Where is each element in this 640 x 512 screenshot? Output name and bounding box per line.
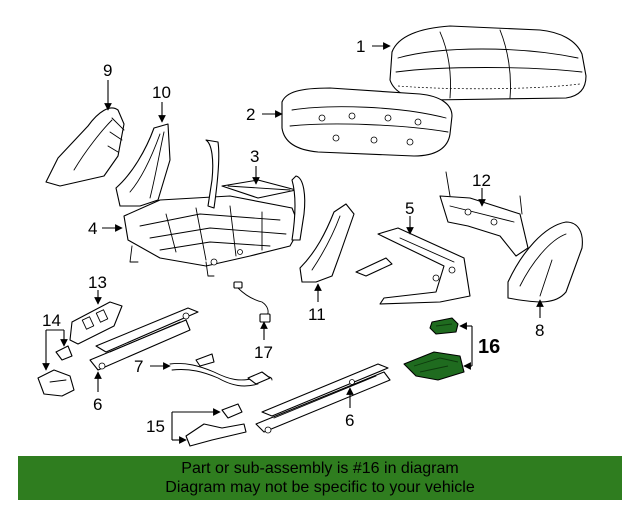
callout-6-right: 6: [345, 411, 354, 430]
part-7-cross-bar[interactable]: [169, 353, 273, 387]
callout-15: 15: [146, 417, 165, 436]
part-13-switch[interactable]: [69, 301, 123, 345]
part-9-trim-cover[interactable]: [45, 107, 125, 187]
callout-10: 10: [152, 83, 171, 102]
part-4-seat-frame[interactable]: [123, 139, 306, 277]
part-14-clips[interactable]: [37, 345, 75, 397]
callout-1: 1: [356, 37, 365, 56]
part-10-side-shield[interactable]: [115, 123, 171, 207]
seat-exploded-diagram: 1 2 3 4 5 6 6 7 8 9 10 11 12 13 14 15 16…: [37, 25, 587, 447]
callout-6-left: 6: [93, 395, 102, 414]
part-11-side-panel[interactable]: [299, 203, 355, 283]
part-15-latches[interactable]: [185, 403, 247, 447]
part-3-panel[interactable]: [221, 179, 297, 199]
callout-7: 7: [134, 357, 143, 376]
part-6-right-track[interactable]: [255, 363, 391, 434]
callout-12: 12: [472, 171, 491, 190]
callout-13: 13: [88, 273, 107, 292]
leader-lines: [42, 42, 544, 444]
callout-4: 4: [88, 219, 97, 238]
callout-14: 14: [42, 311, 61, 330]
info-banner: Part or sub-assembly is #16 in diagram D…: [18, 456, 622, 500]
part-1-seat-cushion[interactable]: [389, 25, 587, 101]
part-2-cushion-pan[interactable]: [281, 87, 453, 157]
callout-5: 5: [405, 199, 414, 218]
part-5-bracket[interactable]: [355, 227, 471, 305]
part-6-left-track[interactable]: [89, 307, 199, 371]
callout-3: 3: [250, 147, 259, 166]
callout-11: 11: [308, 305, 326, 324]
banner-line-1: Part or sub-assembly is #16 in diagram: [181, 460, 459, 477]
callout-8: 8: [535, 321, 544, 340]
callout-16: 16: [478, 336, 500, 358]
part-17-wire-harness[interactable]: [233, 281, 271, 323]
callout-17: 17: [254, 343, 273, 362]
part-12-bracket[interactable]: [439, 171, 529, 257]
callout-2: 2: [246, 105, 255, 124]
part-16-highlighted[interactable]: [403, 317, 465, 381]
banner-line-2: Diagram may not be specific to your vehi…: [165, 479, 475, 496]
callout-9: 9: [103, 61, 112, 80]
